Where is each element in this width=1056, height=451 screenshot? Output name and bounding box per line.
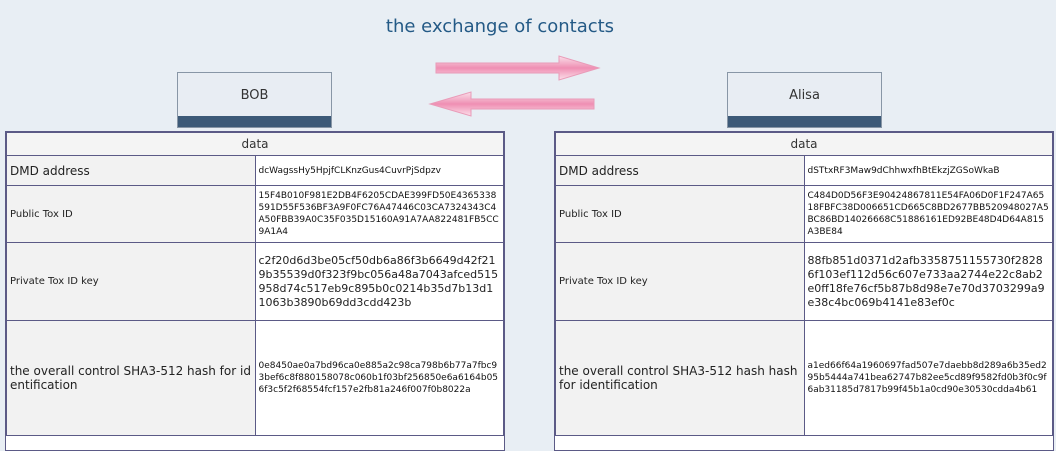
bob-data-panel: data DMD address dcWagssHy5HpjfCLKnzGus4…: [5, 131, 505, 451]
bob-hash-value: 0e8450ae0a7bd96ca0e885a2c98ca798b6b77a7f…: [254, 320, 504, 436]
alisa-person-box: Alisa: [727, 72, 882, 128]
alisa-hash-label: the overall control SHA3-512 hash hash f…: [555, 320, 805, 436]
bob-person-box: BOB: [177, 72, 332, 128]
alisa-name: Alisa: [789, 88, 820, 103]
bob-pub-label: Public Tox ID: [6, 185, 256, 243]
arrow-left-icon: [428, 91, 595, 117]
alisa-data-table: data DMD address dSTtxRF3Maw9dChhwxfhBtE…: [555, 132, 1053, 436]
alisa-hash-value: a1ed66f64a1960697fad507e7daebb8d289a6b35…: [803, 320, 1053, 436]
alisa-priv-value: 88fb851d0371d2afb3358751155730f28286f103…: [803, 242, 1053, 321]
alisa-dmd-value: dSTtxRF3Maw9dChhwxfhBtEkzjZGSoWkaB: [803, 155, 1053, 186]
alisa-data-panel: data DMD address dSTtxRF3Maw9dChhwxfhBtE…: [554, 131, 1054, 451]
page-title: the exchange of contacts: [385, 16, 615, 37]
bob-priv-value: c2f20d6d3be05cf50db6a86f3b6649d42f219b35…: [254, 242, 504, 321]
bob-person-bar: [178, 116, 331, 127]
alisa-dmd-label: DMD address: [555, 155, 805, 186]
arrow-right-icon: [435, 55, 601, 81]
alisa-priv-label: Private Tox ID key: [555, 242, 805, 321]
bob-dmd-value: dcWagssHy5HpjfCLKnzGus4CuvrPjSdpzv: [254, 155, 504, 186]
bob-name: BOB: [240, 88, 269, 103]
bob-priv-label: Private Tox ID key: [6, 242, 256, 321]
bob-dmd-label: DMD address: [6, 155, 256, 186]
bob-pub-value: 15F4B010F981E2DB4F6205CDAE399FD50E436533…: [254, 185, 504, 243]
alisa-pub-label: Public Tox ID: [555, 185, 805, 243]
bob-hash-label: the overall control SHA3-512 hash for id…: [6, 320, 256, 436]
alisa-person-bar: [728, 116, 881, 127]
alisa-pub-value: C484D0D56F3E90424867811E54FA06D0F1F247A6…: [803, 185, 1053, 243]
bob-data-table: data DMD address dcWagssHy5HpjfCLKnzGus4…: [6, 132, 504, 436]
alisa-data-header: data: [555, 132, 1053, 156]
bob-data-header: data: [6, 132, 504, 156]
